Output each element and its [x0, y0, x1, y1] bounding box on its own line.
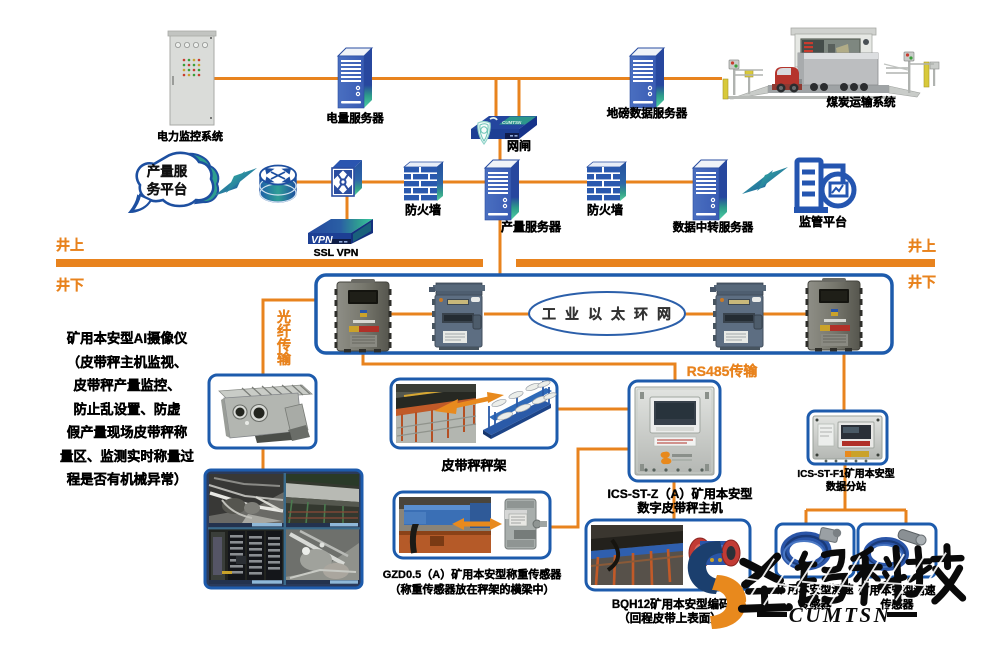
svg-text:地磅数据服务器: 地磅数据服务器: [607, 106, 688, 120]
svg-text:产量服: 产量服: [147, 163, 188, 179]
svg-text:电力监控系统: 电力监控系统: [157, 129, 223, 143]
svg-text:产量服务器: 产量服务器: [501, 219, 562, 234]
svg-text:井下: 井下: [908, 274, 936, 290]
svg-text:务平台: 务平台: [147, 181, 188, 197]
svg-text:工业以太环网: 工业以太环网: [542, 306, 680, 322]
svg-text:CUMTSN: CUMTSN: [789, 603, 892, 627]
svg-text:传: 传: [276, 337, 291, 353]
svg-text:数据分站: 数据分站: [826, 480, 866, 493]
svg-text:数字皮带秤主机: 数字皮带秤主机: [636, 500, 723, 515]
svg-text:BQH12矿用本安型编码器: BQH12矿用本安型编码器: [612, 597, 743, 611]
svg-text:ICS-ST-Z（A）矿用本安型: ICS-ST-Z（A）矿用本安型: [608, 486, 753, 501]
svg-text:井下: 井下: [56, 277, 84, 293]
svg-text:（皮带秤主机监视、: （皮带秤主机监视、: [67, 354, 188, 370]
svg-text:防止乱设置、防虚: 防止乱设置、防虚: [73, 401, 180, 417]
svg-text:量区、监测实时称量过: 量区、监测实时称量过: [60, 448, 195, 464]
svg-text:皮带秤产量监控、: 皮带秤产量监控、: [72, 377, 180, 393]
svg-text:假产量现场皮带秤称: 假产量现场皮带秤称: [67, 424, 188, 440]
svg-text:输: 输: [277, 351, 292, 367]
svg-text:井上: 井上: [908, 238, 936, 254]
svg-text:CUMTSN: CUMTSN: [502, 120, 522, 125]
svg-text:（回程皮带上表面）: （回程皮带上表面）: [618, 611, 722, 625]
svg-text:煤炭运输系统: 煤炭运输系统: [827, 95, 896, 109]
svg-text:GZD0.5（A）矿用本安型称重传感器: GZD0.5（A）矿用本安型称重传感器: [383, 567, 562, 581]
svg-text:纤: 纤: [277, 323, 291, 339]
svg-text:RS485传输: RS485传输: [687, 363, 759, 379]
svg-text:ICS-ST-F1矿用本安型: ICS-ST-F1矿用本安型: [797, 467, 894, 480]
svg-text:矿用本安型AI摄像仪: 矿用本安型AI摄像仪: [67, 330, 188, 346]
svg-text:（称重传感器放在秤架的横梁中）: （称重传感器放在秤架的横梁中）: [390, 582, 555, 596]
svg-text:防火墙: 防火墙: [405, 202, 441, 217]
svg-text:监管平台: 监管平台: [799, 214, 847, 229]
svg-text:井上: 井上: [56, 237, 84, 253]
svg-text:网闸: 网闸: [507, 138, 531, 153]
svg-text:程是否有机械异常）: 程是否有机械异常）: [67, 471, 188, 487]
svg-text:数据中转服务器: 数据中转服务器: [673, 220, 754, 234]
svg-text:电量服务器: 电量服务器: [326, 111, 384, 125]
svg-text:皮带秤秤架: 皮带秤秤架: [440, 458, 506, 473]
svg-text:防火墙: 防火墙: [587, 202, 623, 217]
svg-text:VPN: VPN: [311, 234, 333, 246]
svg-text:光: 光: [276, 309, 291, 325]
svg-text:SSL VPN: SSL VPN: [314, 247, 359, 259]
